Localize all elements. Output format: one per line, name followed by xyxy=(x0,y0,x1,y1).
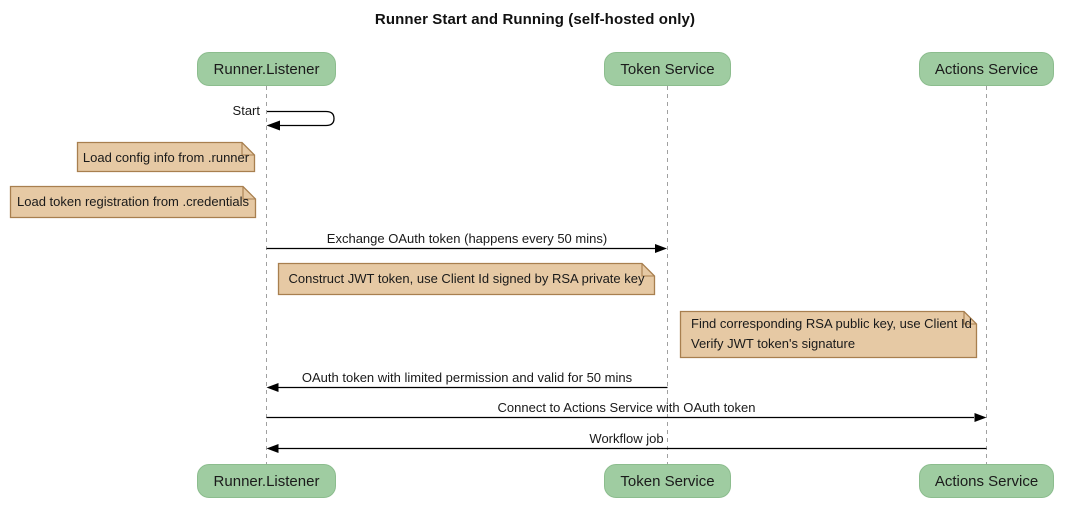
participant-actions-service-bottom: Actions Service xyxy=(919,464,1054,498)
message-label-start: Start xyxy=(232,103,260,118)
note-fold-load-token-registration xyxy=(242,186,256,200)
note-shape-load-config xyxy=(76,141,256,173)
participant-runner-listener-bottom: Runner.Listener xyxy=(197,464,336,498)
arrowhead-connect-actions xyxy=(974,413,987,422)
note-load-token-registration: Load token registration from .credential… xyxy=(17,194,249,209)
note-shape-find-rsa-key xyxy=(679,310,978,359)
note-line-2: Verify JWT token's signature xyxy=(691,336,856,351)
message-arrow-start-self-loop xyxy=(267,110,335,127)
participant-actions-service-top: Actions Service xyxy=(919,52,1054,86)
arrowhead-workflow-job xyxy=(266,444,279,453)
participant-label: Runner.Listener xyxy=(213,60,320,78)
diagram-title: Runner Start and Running (self-hosted on… xyxy=(374,11,696,28)
note-find-rsa-key: Find corresponding RSA public key, use C… xyxy=(680,311,977,357)
participant-runner-listener-top: Runner.Listener xyxy=(197,52,336,86)
note-fold-find-rsa-key xyxy=(963,311,977,325)
arrowhead-start xyxy=(266,120,280,131)
note-fold-construct-jwt xyxy=(641,263,655,277)
participant-label: Actions Service xyxy=(934,472,1039,490)
message-label-exchange-oauth: Exchange OAuth token (happens every 50 m… xyxy=(326,231,608,246)
message-label-oauth-token-back: OAuth token with limited permission and … xyxy=(301,370,633,385)
note-construct-jwt: Construct JWT token, use Client Id signe… xyxy=(288,271,645,286)
participant-label: Actions Service xyxy=(934,60,1039,78)
arrowhead-exchange-oauth xyxy=(655,244,667,253)
note-fold-load-config xyxy=(241,142,255,156)
participant-label: Token Service xyxy=(620,60,715,78)
participant-token-service-top: Token Service xyxy=(604,52,731,86)
message-label-connect-actions: Connect to Actions Service with OAuth to… xyxy=(497,400,756,415)
note-shape-load-token-registration xyxy=(9,185,257,219)
participant-label: Runner.Listener xyxy=(213,472,320,490)
participant-label: Token Service xyxy=(620,472,715,490)
note-line-1: Find corresponding RSA public key, use C… xyxy=(691,316,972,331)
note-load-config: Load config info from .runner xyxy=(82,149,250,165)
message-label-workflow-job: Workflow job xyxy=(589,431,664,446)
arrowhead-oauth-token-back xyxy=(266,383,279,392)
participant-token-service-bottom: Token Service xyxy=(604,464,731,498)
note-shape-construct-jwt xyxy=(277,262,656,296)
